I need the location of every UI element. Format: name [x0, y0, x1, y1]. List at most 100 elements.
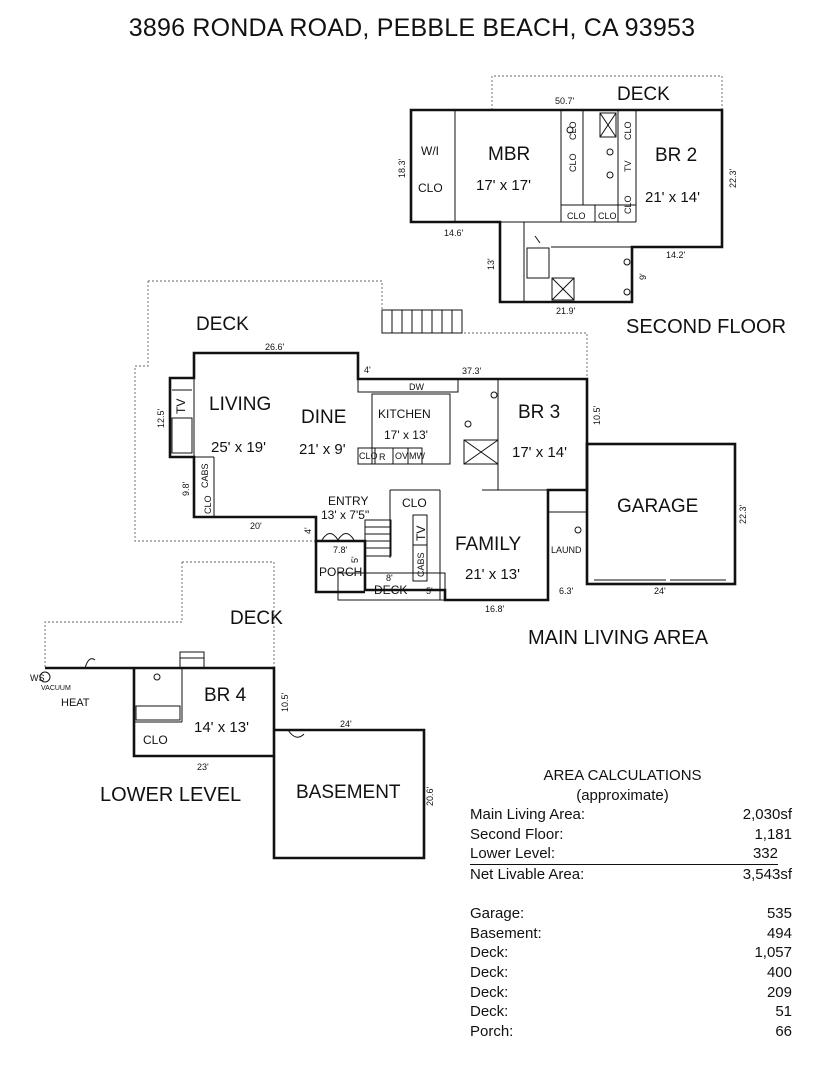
area-row-value: 332: [752, 845, 778, 863]
mbr-size: 17' x 17': [476, 177, 531, 194]
area-row-value: 51: [775, 1003, 792, 1021]
oven-label: OV: [395, 451, 408, 461]
dim-label: 7.8': [333, 545, 348, 555]
closet-label: CLO: [623, 195, 633, 214]
br4-label: BR 4: [204, 685, 247, 706]
closet-label: CLO: [568, 121, 578, 140]
page-title: 3896 RONDA ROAD, PEBBLE BEACH, CA 93953: [128, 14, 696, 42]
area-row-label: Deck:: [470, 1003, 509, 1021]
dim-label: 14.6': [444, 228, 464, 238]
br4-walls: [45, 666, 276, 758]
dim-label: 22.3': [728, 168, 738, 188]
closet-label: CLO: [203, 495, 213, 514]
dim-label: 4': [303, 527, 313, 534]
basement-label: BASEMENT: [296, 782, 401, 803]
dim-label: 8': [386, 573, 393, 583]
area-row-value: 209: [766, 983, 792, 1001]
area-row: Deck: 51: [470, 1002, 792, 1022]
area-row: Basement: 494: [470, 924, 792, 944]
dim-label: 20': [250, 521, 262, 531]
cabinets-label: CABS: [200, 463, 210, 488]
closet-label: CLO: [567, 211, 586, 221]
br3-label: BR 3: [518, 402, 560, 423]
area-row-label: Basement:: [470, 924, 542, 942]
dim-label: 10.5': [280, 692, 290, 712]
mbr-label: MBR: [488, 144, 530, 165]
main-floor-plan: LIVING 25' x 19' DINE 21' x 9' KITCHEN 1…: [134, 280, 602, 614]
lower-deck-label: DECK: [230, 608, 283, 629]
area-row-label: Second Floor:: [470, 825, 564, 843]
dim-label: 13': [486, 258, 496, 270]
ws-label: WS: [30, 673, 45, 683]
dim-label: 4': [364, 365, 371, 375]
laundry-label: LAUND: [551, 545, 582, 555]
dim-label: 14.2': [666, 250, 686, 260]
entry-label: ENTRY: [328, 494, 368, 508]
entry-size: 13' x 7'5": [321, 508, 369, 522]
br3-size: 17' x 14': [512, 444, 567, 461]
dim-label: 16.8': [485, 604, 505, 614]
upper-deck-outline: [491, 75, 723, 110]
dim-label: 12.5': [156, 408, 166, 428]
area-row-value: 1,181: [754, 825, 792, 843]
refrigerator-label: R: [379, 452, 386, 462]
garage-walls: [585, 442, 737, 586]
closet-label: CLO: [359, 451, 378, 461]
microwave-label: MW: [409, 451, 425, 461]
closet-label: CLO: [143, 733, 168, 747]
closet-label: CLO: [568, 153, 578, 172]
dim-label: 26.6': [265, 342, 285, 352]
dim-label: 50.7': [555, 96, 575, 106]
basement-walls: [272, 728, 426, 860]
tv-label: TV: [174, 399, 188, 414]
area-row: Deck: 400: [470, 963, 792, 983]
lower-level-plan: WS VACUUM HEAT DECK BR 4 14' x 13' CLO B…: [30, 561, 435, 860]
closet-label: CLO: [402, 496, 427, 510]
vacuum-label: VACUUM: [41, 685, 71, 692]
area-row: Second Floor: 1,181: [470, 825, 792, 845]
dine-size: 21' x 9': [299, 441, 346, 458]
dim-label: 24': [654, 586, 666, 596]
dim-label: 21.9': [556, 306, 576, 316]
cabinets-label: CABS: [416, 552, 426, 577]
area-row-value: 494: [766, 924, 792, 942]
main-floor-label: MAIN LIVING AREA: [528, 627, 709, 649]
kitchen-label: KITCHEN: [378, 407, 431, 421]
area-row-value: 2,030sf: [742, 806, 792, 824]
area-row-label: Lower Level:: [470, 845, 556, 863]
living-size: 25' x 19': [211, 439, 266, 456]
area-row-value: 1,057: [754, 944, 792, 962]
area-row-label: Garage:: [470, 905, 525, 923]
upper-deck-label: DECK: [617, 84, 670, 105]
area-row: Garage: 535: [470, 904, 792, 924]
dim-label: 5': [426, 586, 433, 596]
area-row-label: Deck:: [470, 944, 509, 962]
br2-size: 21' x 14': [645, 189, 700, 206]
living-label: LIVING: [209, 394, 271, 415]
area-row-value: 66: [775, 1022, 792, 1040]
br2-label: BR 2: [655, 145, 697, 166]
area-row-value: 535: [766, 905, 792, 923]
kitchen-size: 17' x 13': [384, 428, 428, 442]
area-row-label: Porch:: [470, 1022, 514, 1040]
area-row: Deck: 1,057: [470, 943, 792, 963]
area-row-label: Deck:: [470, 983, 509, 1001]
tv-label: TV: [623, 160, 633, 172]
closet-label: CLO: [598, 211, 617, 221]
area-row-label: Deck:: [470, 963, 509, 981]
dim-label: 23': [197, 762, 209, 772]
area-row-value: 400: [766, 963, 792, 981]
family-label: FAMILY: [455, 534, 521, 555]
porch-label: PORCH: [319, 565, 362, 579]
heat-label: HEAT: [61, 697, 90, 709]
dim-label: 10.5': [592, 405, 602, 425]
dim-label: 20.6': [425, 786, 435, 806]
main-floor-walls: [168, 351, 589, 602]
area-row: Deck: 209: [470, 983, 792, 1003]
second-floor-label: SECOND FLOOR: [626, 316, 786, 338]
main-deck-label: DECK: [196, 314, 249, 335]
dine-label: DINE: [301, 407, 346, 428]
area-row: Porch: 66: [470, 1022, 792, 1042]
area-subheader: (approximate): [576, 786, 669, 804]
